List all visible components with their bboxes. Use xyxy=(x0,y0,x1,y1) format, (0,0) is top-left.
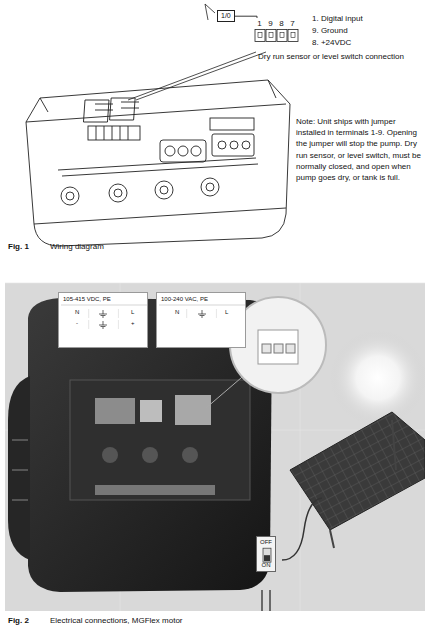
terminal-compartment xyxy=(70,380,250,500)
switch-label: N xyxy=(175,309,179,316)
switch-label: 1/0 xyxy=(221,12,231,20)
nameplate xyxy=(95,485,215,495)
panel-stand xyxy=(330,420,396,548)
switch-box: 1/0 xyxy=(217,10,235,22)
switch-label: - xyxy=(76,320,78,327)
pin-name: 1. Digital input xyxy=(312,14,422,25)
cooling-fins xyxy=(12,440,28,500)
switch-label: L xyxy=(225,309,228,316)
photo-grid xyxy=(5,283,425,611)
switch-label: + xyxy=(131,320,135,327)
photo-ground xyxy=(5,283,425,611)
sun xyxy=(330,330,425,426)
switch-label: ON xyxy=(262,562,271,569)
switch-label: N xyxy=(75,309,79,316)
terminal-block: 1987 xyxy=(252,18,300,45)
solar-panel xyxy=(290,412,425,530)
terminal-number: 9 xyxy=(265,19,276,29)
terminal-number: 1 xyxy=(254,19,265,29)
power-terminal xyxy=(175,395,211,425)
figure-number: Fig. 1 xyxy=(8,242,29,253)
supply-inset: 105-415 VDC, PE N L - + xyxy=(58,292,148,348)
connector-plug xyxy=(258,330,298,364)
connection-label: Dry run sensor or level switch connectio… xyxy=(258,52,408,63)
voltage-heading: 100-240 VAC, PE xyxy=(161,296,208,303)
figure-caption: Wiring diagram xyxy=(50,242,104,253)
note: Note: Unit ships with jumper installed i… xyxy=(296,116,422,183)
control-terminals xyxy=(95,398,135,424)
terminal-number: 7 xyxy=(287,19,298,29)
terminal-number: 8 xyxy=(276,19,287,29)
power-switch: OFF ON xyxy=(256,536,276,572)
terminal-box-drawing xyxy=(26,4,290,246)
io-terminal xyxy=(140,400,162,422)
motor-end xyxy=(8,376,30,560)
figure-number: Fig. 2 xyxy=(8,616,29,627)
cable xyxy=(282,498,322,560)
figure-caption: Electrical connections, MGFlex motor xyxy=(50,616,183,627)
switch-label: OFF xyxy=(260,539,272,546)
pin-name: 9. Ground xyxy=(312,26,422,37)
pin-name: 8. +24VDC xyxy=(312,38,422,49)
jumper-wire xyxy=(235,16,257,18)
cable-down xyxy=(262,590,270,611)
switch-label: L xyxy=(131,309,134,316)
voltage-heading: 105-415 VDC, PE xyxy=(63,296,111,303)
supply-inset: 100-240 VAC, PE N L xyxy=(156,292,246,348)
